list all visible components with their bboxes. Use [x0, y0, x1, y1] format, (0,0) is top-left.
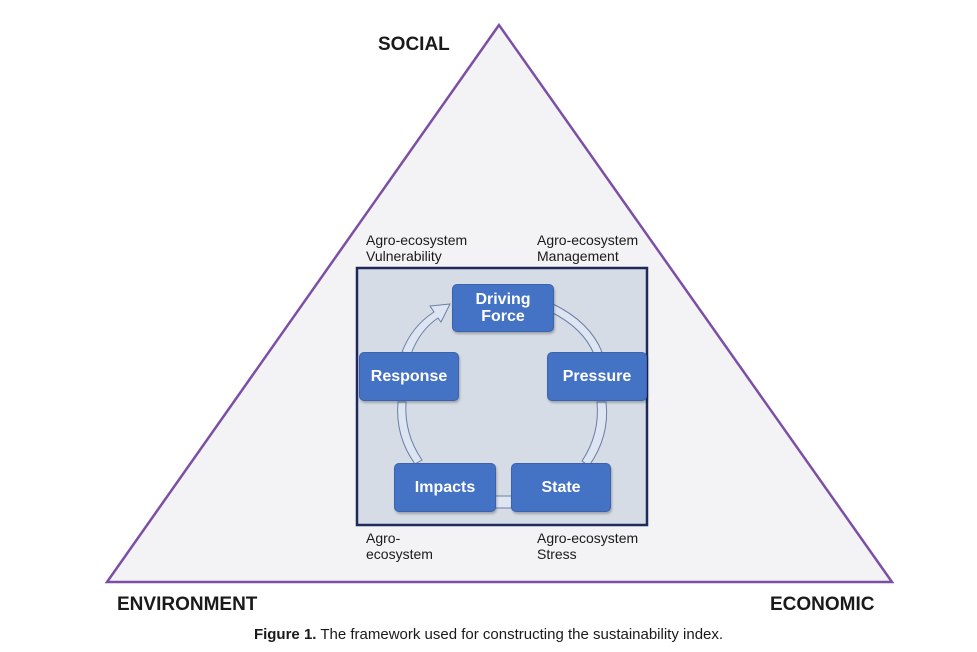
- annotation-line: Agro-: [366, 530, 401, 546]
- impacts-box: Impacts: [394, 463, 496, 512]
- corner-environment-label: ENVIRONMENT: [117, 594, 258, 615]
- figure-caption-text: The framework used for constructing the …: [316, 626, 724, 643]
- response-box: Response: [359, 352, 459, 401]
- annotation-stress: Agro-ecosystem Stress: [537, 530, 638, 562]
- annotation-line: Agro-ecosystem: [366, 232, 468, 248]
- figure-caption-label: Figure 1.: [253, 626, 317, 643]
- state-box: State: [511, 463, 611, 512]
- annotation-agro-ecosystem: Agro- ecosystem: [366, 530, 433, 562]
- corner-economic-label: ECONOMIC: [770, 594, 875, 615]
- cycle-arrows: [397, 303, 608, 509]
- annotation-vulnerability: Agro-ecosystem Vulnerability: [366, 232, 467, 264]
- driving-force-line: Force: [481, 308, 525, 325]
- annotation-line: Agro-ecosystem: [537, 232, 639, 248]
- driving-force-box: Driving Force: [452, 284, 554, 332]
- annotation-line: Agro-ecosystem: [537, 530, 639, 546]
- annotation-line: Vulnerability: [366, 248, 442, 264]
- annotation-line: ecosystem: [366, 546, 433, 562]
- figure-caption: Figure 1. The framework used for constru…: [0, 626, 977, 643]
- annotation-management: Agro-ecosystem Management: [537, 232, 638, 264]
- annotation-line: Management: [537, 248, 619, 264]
- pressure-box: Pressure: [547, 352, 647, 401]
- corner-social-label: SOCIAL: [378, 34, 450, 55]
- driving-force-line: Driving: [475, 291, 531, 308]
- annotation-line: Stress: [537, 546, 577, 562]
